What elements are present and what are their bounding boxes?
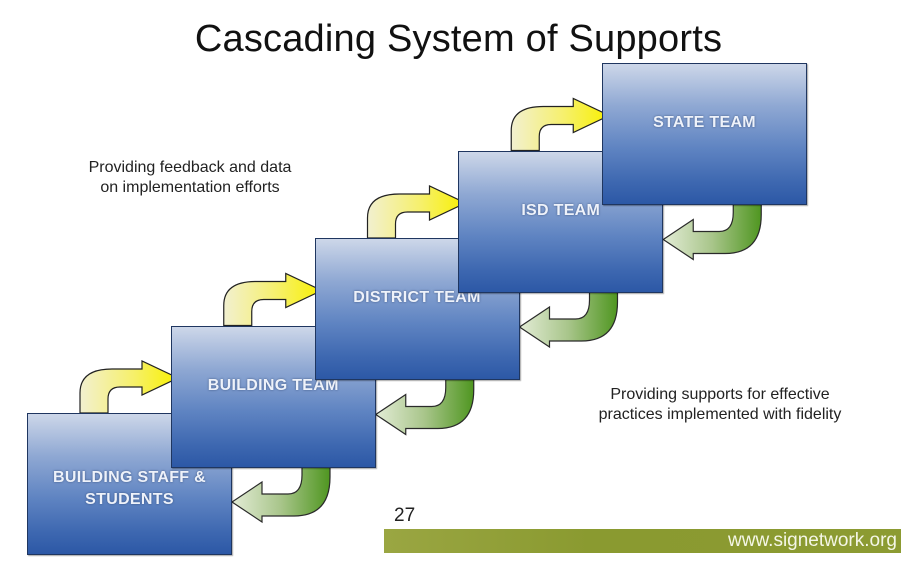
slide-title: Cascading System of Supports xyxy=(194,18,723,60)
level-label: BUILDING TEAM xyxy=(208,375,339,397)
level-label-line: BUILDING STAFF & xyxy=(53,469,206,486)
level-label-line: STATE TEAM xyxy=(653,114,756,131)
footer-url[interactable]: www.signetwork.org xyxy=(728,530,897,551)
level-label: DISTRICT TEAM xyxy=(353,287,480,309)
supports-note-line-1: Providing supports for effective xyxy=(610,386,830,403)
level-label-line: STUDENTS xyxy=(85,491,174,508)
feedback-arrow-icon xyxy=(510,97,611,152)
level-box-state-team: STATE TEAM xyxy=(602,63,807,205)
supports-arrow-icon xyxy=(518,291,619,349)
feedback-note-line-1: Providing feedback and data xyxy=(88,159,292,176)
level-label-line: DISTRICT TEAM xyxy=(353,289,481,306)
feedback-note-line-2: on implementation efforts xyxy=(100,179,280,196)
level-label-line: ISD TEAM xyxy=(521,201,601,219)
footer-bar: www.signetwork.org xyxy=(384,529,901,553)
level-label: STATE TEAM xyxy=(653,112,756,134)
level-label: ISD TEAM xyxy=(521,200,600,222)
level-box-district-team: DISTRICT TEAM xyxy=(314,238,520,380)
supports-arrow-icon xyxy=(374,378,475,436)
level-label-line: BUILDING TEAM xyxy=(207,376,339,394)
page-number: 27 xyxy=(394,505,416,526)
feedback-note: Providing feedback and data on implement… xyxy=(40,158,340,198)
feedback-arrow-icon xyxy=(366,185,467,239)
supports-arrow-icon xyxy=(662,203,762,261)
level-label: BUILDING STAFF & STUDENTS xyxy=(53,467,206,511)
supports-note: Providing supports for effective practic… xyxy=(545,385,895,425)
feedback-arrow-icon xyxy=(79,360,180,414)
supports-note-line-2: practices implemented with fidelity xyxy=(598,406,842,423)
supports-arrow-icon xyxy=(230,466,331,524)
feedback-arrow-icon xyxy=(223,272,324,327)
